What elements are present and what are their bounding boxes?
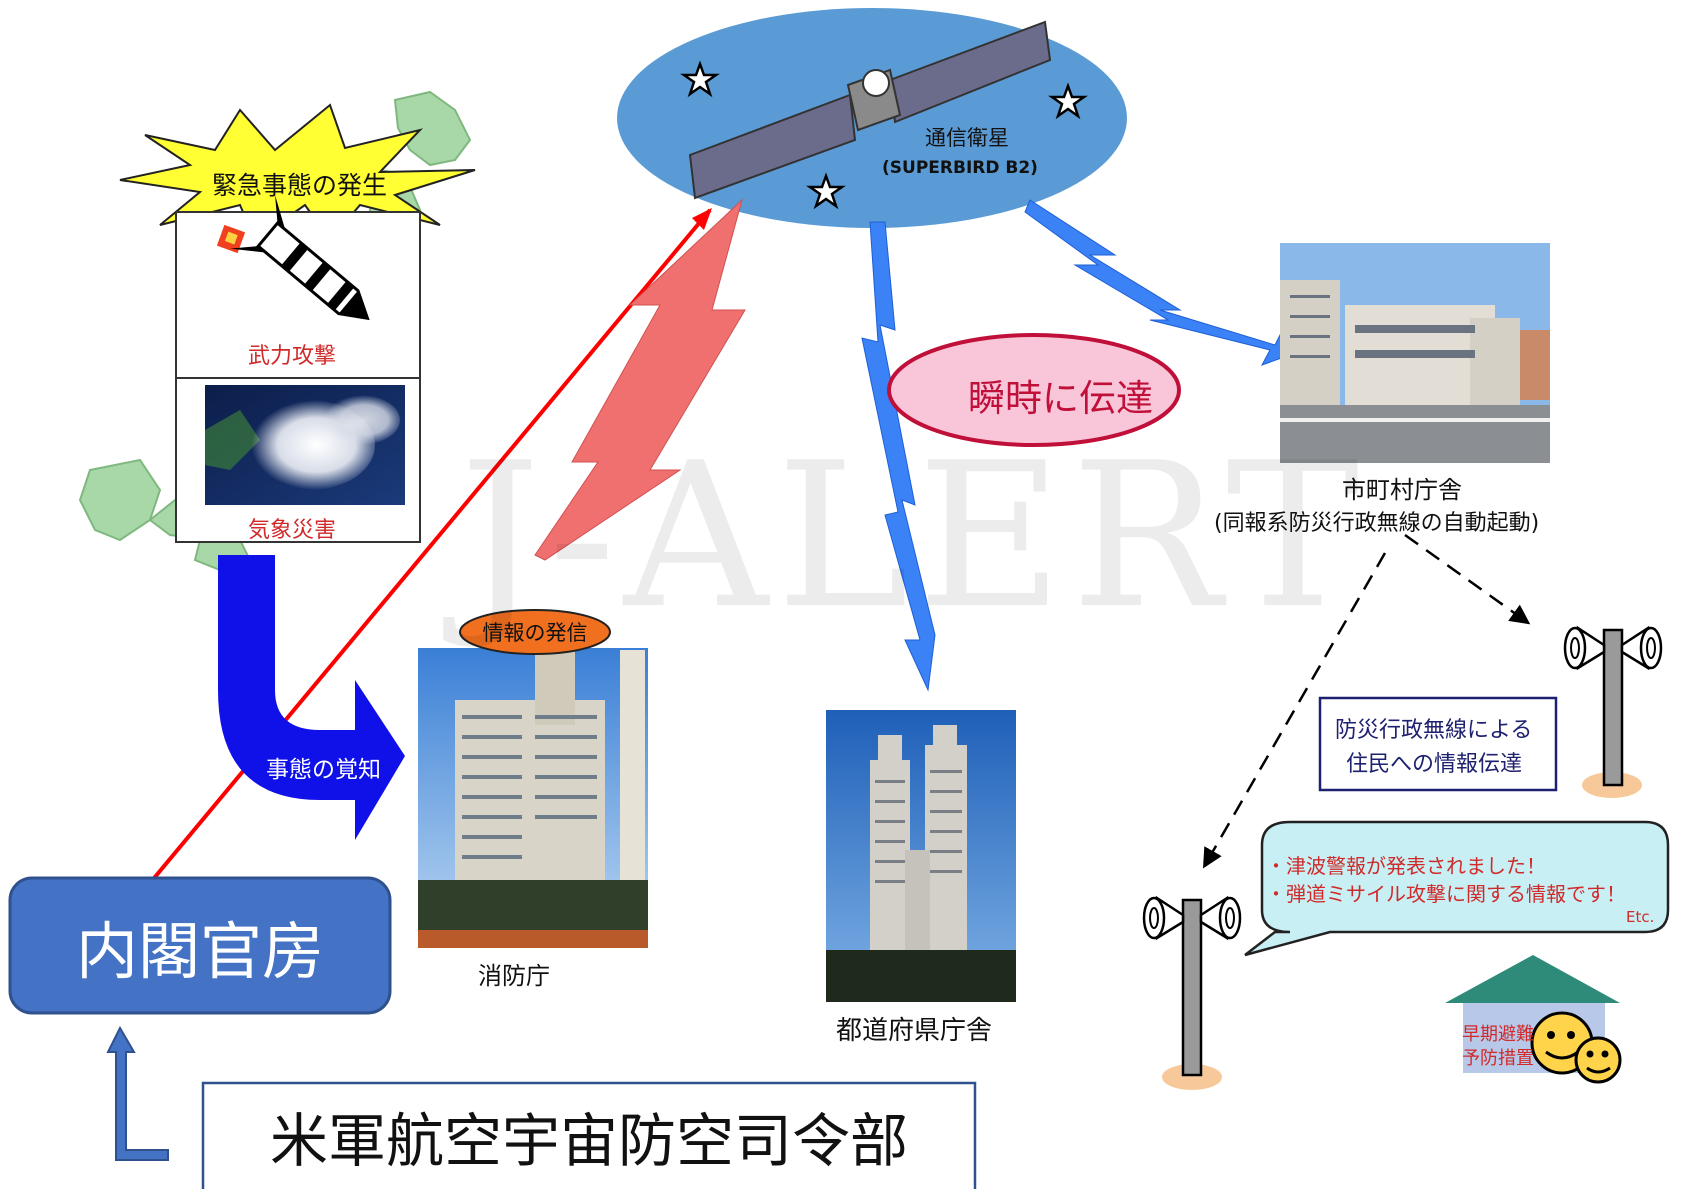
blue-bolt-municipality bbox=[1024, 199, 1291, 366]
municipality-building-photo bbox=[1280, 243, 1550, 463]
speaker-icon bbox=[1563, 625, 1663, 798]
weather-label: 気象災害 bbox=[248, 518, 337, 543]
municipality-note: (同報系防災行政無線の自動起動) bbox=[1214, 511, 1540, 536]
emergency-title: 緊急事態の発生 bbox=[212, 171, 388, 200]
attack-label: 武力攻撃 bbox=[248, 344, 337, 369]
cabinet-label: 内閣官房 bbox=[75, 914, 324, 988]
red-link-arrowhead bbox=[692, 208, 712, 230]
info-badge-label: 情報の発信 bbox=[482, 621, 588, 645]
dashed-arrow-right bbox=[1404, 533, 1531, 625]
radio-note-line2: 住民への情報伝達 bbox=[1346, 752, 1523, 777]
satellite-icon bbox=[688, 20, 1052, 200]
awareness-label: 事態の覚知 bbox=[266, 757, 381, 783]
prefecture-building-photo bbox=[826, 710, 1016, 1002]
radio-note-line1: 防災行政無線による bbox=[1335, 718, 1533, 743]
us-command-box bbox=[201, 1081, 977, 1189]
satellite-model: (SUPERBIRD B2) bbox=[882, 158, 1038, 178]
satellite-name: 通信衛星 bbox=[925, 126, 1009, 150]
fdma-label: 消防庁 bbox=[478, 962, 550, 990]
star-icon bbox=[680, 60, 720, 98]
watermark: J-ALERT bbox=[460, 420, 1368, 653]
awareness-arrow bbox=[218, 555, 405, 840]
instant-label: 瞬時に伝達 bbox=[968, 377, 1153, 420]
speech-line2: ・弾道ミサイル攻撃に関する情報です！ bbox=[1266, 882, 1626, 906]
dashed-arrow-left bbox=[1203, 552, 1387, 869]
speaker-icon bbox=[1142, 895, 1242, 1090]
missile-icon bbox=[216, 194, 370, 321]
blue-bolt-prefecture bbox=[861, 221, 936, 692]
fdma-building-photo bbox=[418, 645, 648, 948]
speech-bubble bbox=[1244, 820, 1670, 957]
typhoon-image bbox=[205, 385, 405, 505]
us-command-label: 米軍航空宇宙防空司令部 bbox=[269, 1107, 908, 1175]
star-icon bbox=[806, 172, 846, 210]
instant-ellipse bbox=[887, 333, 1181, 447]
red-bolt-uplink bbox=[534, 198, 746, 561]
info-badge bbox=[459, 609, 611, 655]
speech-etc: Etc. bbox=[1626, 908, 1655, 926]
us-command-arrow bbox=[106, 1025, 169, 1161]
evacuation-line2: 予防措置 bbox=[1462, 1048, 1534, 1069]
prefecture-label: 都道府県庁舎 bbox=[836, 1016, 993, 1046]
star-icon bbox=[1048, 82, 1088, 120]
radio-note-box bbox=[1318, 696, 1558, 792]
speech-line1: ・津波警報が発表されました！ bbox=[1266, 854, 1546, 878]
red-link-line bbox=[138, 208, 712, 897]
cabinet-box bbox=[8, 876, 392, 1015]
municipality-label: 市町村庁舎 bbox=[1342, 476, 1462, 504]
smiley-icon bbox=[1574, 1036, 1622, 1084]
emergency-burst bbox=[119, 103, 476, 242]
evacuation-line1: 早期避難 bbox=[1462, 1024, 1534, 1045]
